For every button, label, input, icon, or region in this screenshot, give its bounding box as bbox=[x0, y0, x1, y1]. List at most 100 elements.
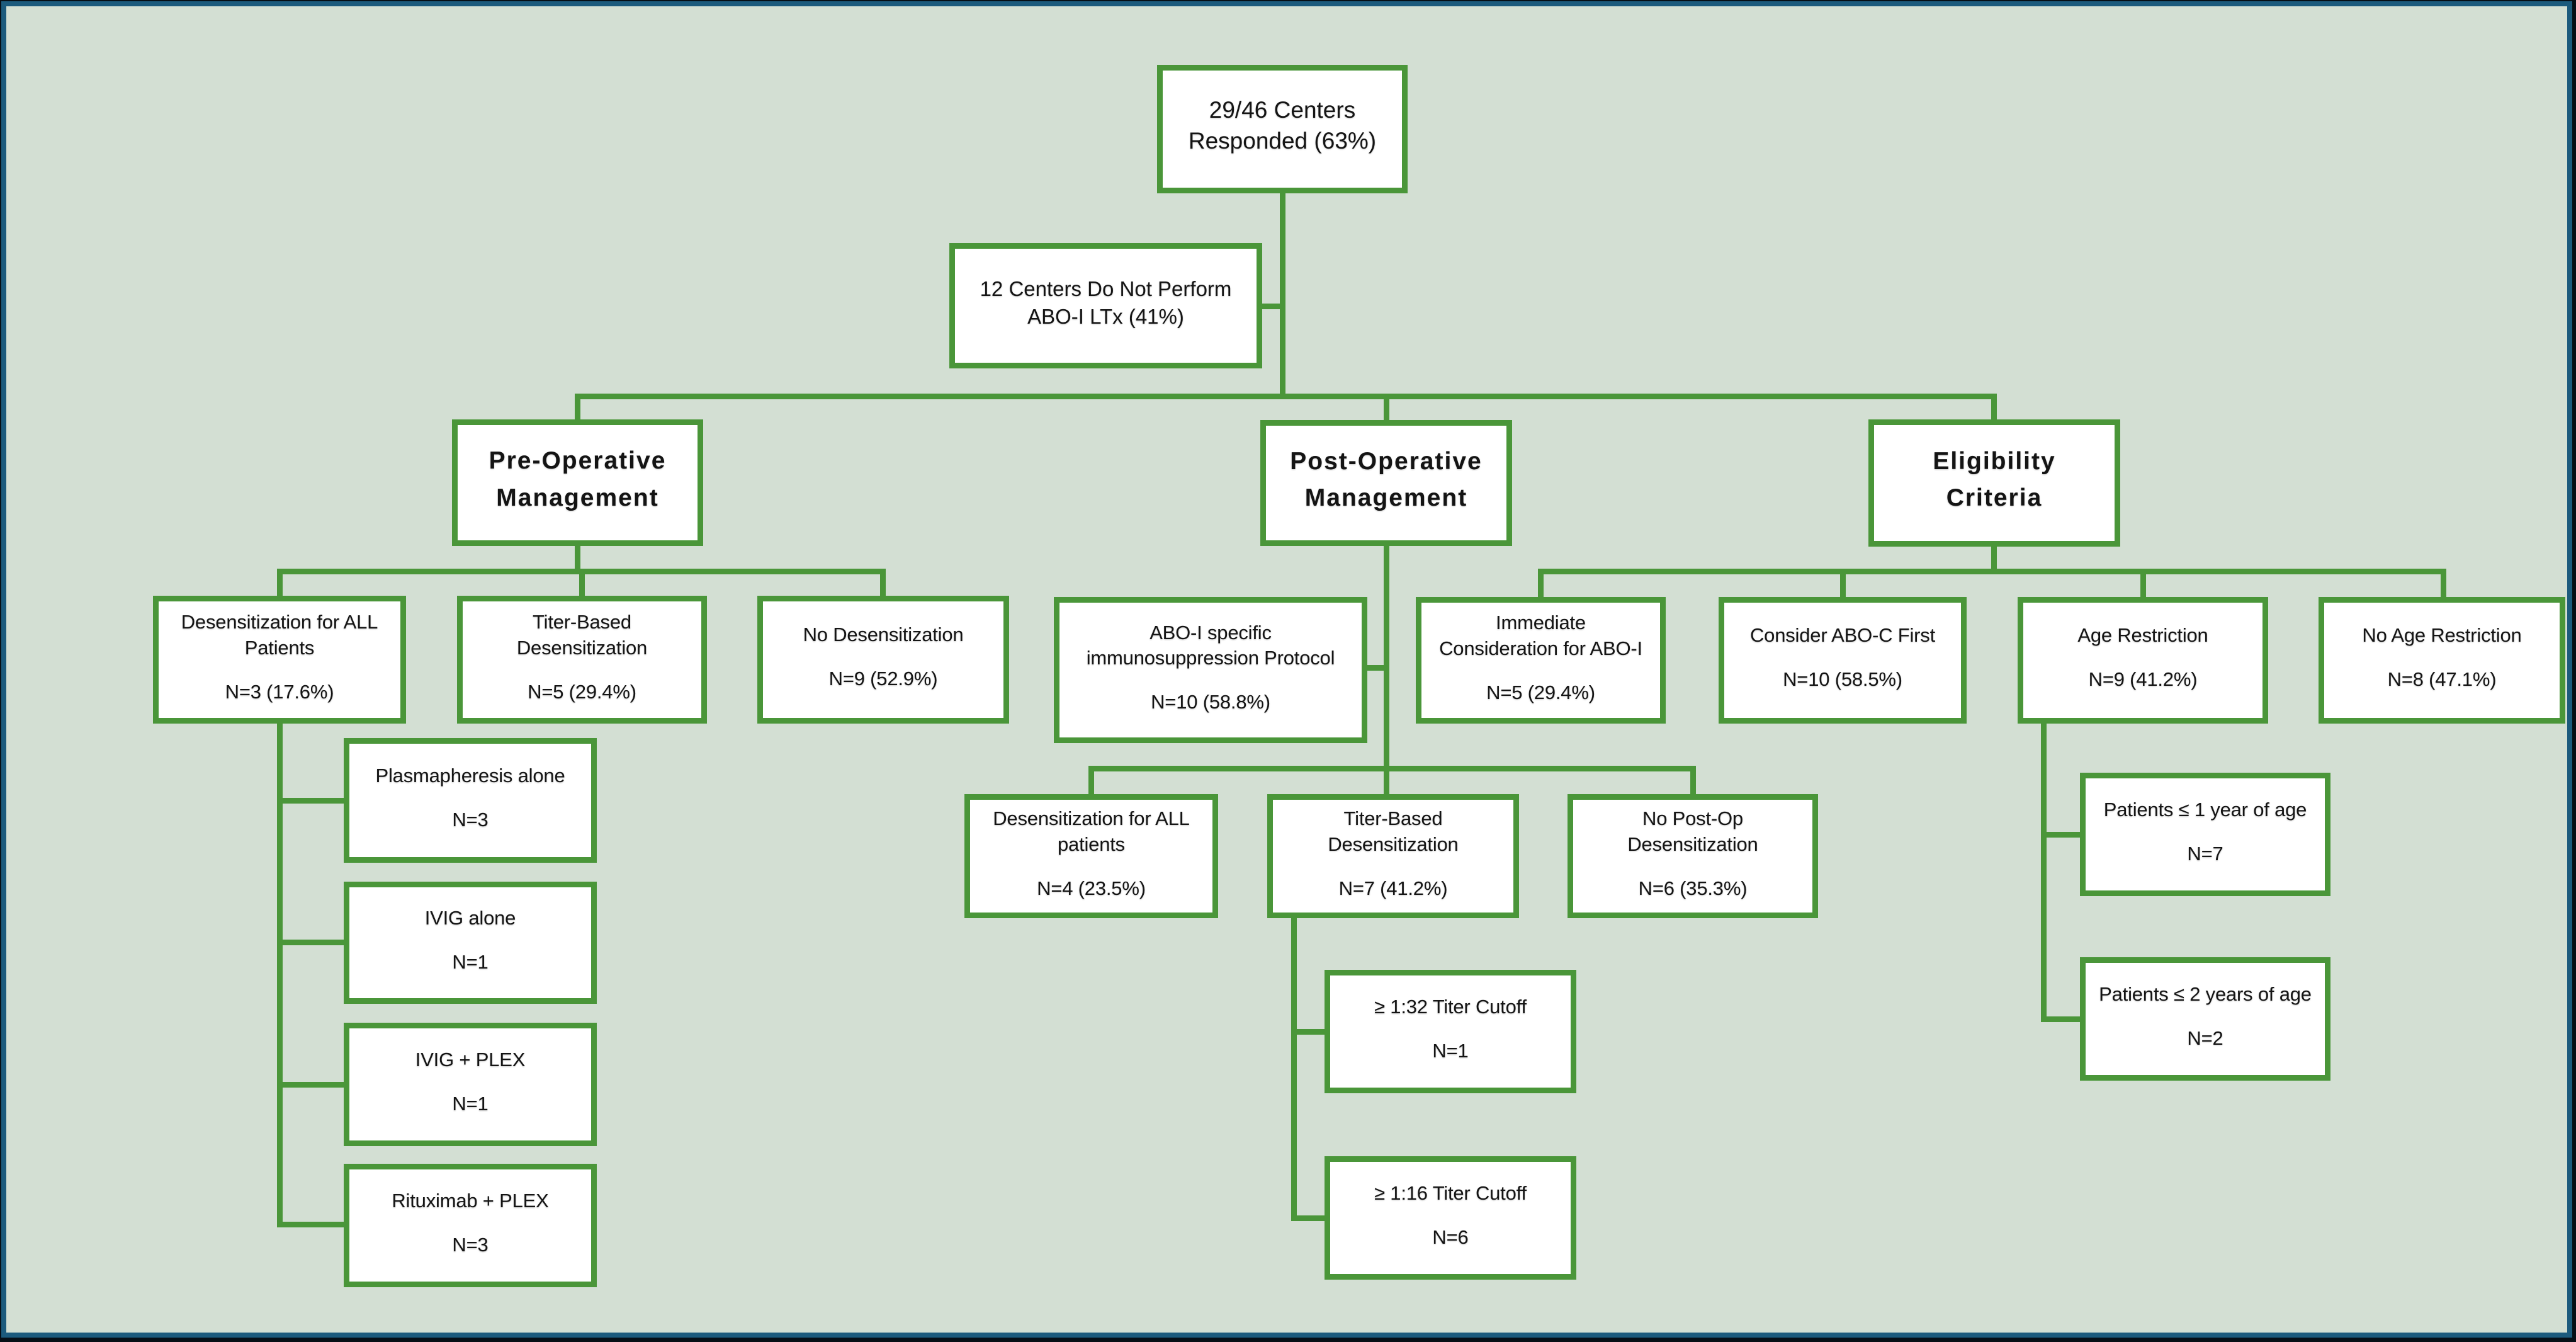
node-label-line: No Desensitization bbox=[803, 623, 964, 646]
connector-drop-age-restriction bbox=[2140, 569, 2146, 598]
connector-stub-age-2yr bbox=[2041, 1016, 2082, 1022]
node-count: N=9 (52.9%) bbox=[828, 668, 938, 690]
node-label: IVIG + PLEX bbox=[415, 1047, 526, 1073]
connector-eligibility-riser bbox=[1991, 545, 1997, 574]
node-label-line: Desensitization bbox=[1328, 833, 1459, 855]
connector-stub-rituximab-plex bbox=[277, 1222, 345, 1227]
connector-drop-pre-op bbox=[575, 394, 580, 422]
connector-stub-titer-16 bbox=[1291, 1215, 1326, 1221]
node-label: Patients ≤ 2 years of age bbox=[2099, 982, 2312, 1008]
node-count: N=8 (47.1%) bbox=[2387, 668, 2497, 691]
connector-post-op-riser bbox=[1384, 545, 1389, 797]
node-label-line: Criteria bbox=[1946, 484, 2043, 511]
node-label-line: Rituximab + PLEX bbox=[392, 1189, 549, 1212]
node-count: N=3 bbox=[452, 808, 489, 831]
connector-drop-desens-all-post bbox=[1088, 766, 1094, 797]
connector-drop-titer-pre bbox=[579, 569, 585, 598]
connector-stub-plasmapheresis bbox=[277, 798, 345, 804]
node-count: N=4 (23.5%) bbox=[1037, 877, 1146, 899]
node-label-line: Post-Operative bbox=[1290, 447, 1483, 475]
node-label-line: Pre-Operative bbox=[489, 447, 667, 474]
connector-drop-no-post-op bbox=[1690, 766, 1696, 797]
node-label-line: No Age Restriction bbox=[2362, 624, 2522, 647]
node-count: N=5 (29.4%) bbox=[528, 680, 636, 703]
node-count: N=5 (29.4%) bbox=[1486, 681, 1595, 703]
node-label-line: Management bbox=[1304, 484, 1468, 511]
node-label: Age Restriction bbox=[2077, 623, 2208, 649]
node-label-line: Patients ≤ 2 years of age bbox=[2099, 982, 2312, 1005]
node-count: N=6 (35.3%) bbox=[1638, 877, 1748, 899]
node-label: IVIG alone bbox=[425, 906, 516, 931]
connector-age-spine bbox=[2041, 722, 2047, 1022]
connector-stub-not-perform bbox=[1262, 304, 1280, 309]
node-label-line: Desensitization bbox=[1627, 833, 1758, 855]
connector-post-op-rail bbox=[1088, 766, 1696, 771]
node-count: N=3 (17.6%) bbox=[225, 680, 334, 703]
node-label-line: Patients ≤ 1 year of age bbox=[2103, 798, 2307, 821]
connector-root-riser bbox=[1280, 193, 1285, 399]
node-label-line: Patients bbox=[244, 636, 315, 659]
node-label-line: Consideration for ABO-I bbox=[1439, 637, 1642, 659]
node-count: N=3 bbox=[452, 1233, 489, 1256]
node-label-line: IVIG alone bbox=[424, 906, 516, 929]
node-label-line: IVIG + PLEX bbox=[415, 1048, 526, 1071]
node-label-line: 12 Centers Do Not Perform bbox=[980, 276, 1232, 300]
node-label-line: Age Restriction bbox=[2077, 624, 2208, 647]
node-label: Patients ≤ 1 year of age bbox=[2104, 797, 2307, 823]
node-label-line: Responded (63%) bbox=[1188, 128, 1377, 154]
node-label: ≥ 1:32 Titer Cutoff bbox=[1374, 994, 1527, 1020]
node-label-line: ABO-I specific bbox=[1150, 621, 1272, 644]
node-count: N=9 (41.2%) bbox=[2088, 668, 2198, 691]
node-count: N=1 bbox=[452, 950, 489, 973]
connector-desens-methods-spine bbox=[277, 722, 283, 1227]
node-count: N=1 bbox=[1432, 1039, 1469, 1062]
node-label: Rituximab + PLEX bbox=[392, 1188, 548, 1214]
node-label-line: Eligibility bbox=[1933, 447, 2056, 475]
node-label: Desensitization for ALL Patients bbox=[181, 610, 378, 661]
node-label-line: Desensitization for ALL bbox=[181, 611, 378, 633]
node-count: N=10 (58.5%) bbox=[1783, 668, 1902, 691]
connector-stub-age-1yr bbox=[2041, 832, 2082, 838]
node-label-line: ≥ 1:32 Titer Cutoff bbox=[1374, 995, 1527, 1018]
node-label-line: Immediate bbox=[1496, 611, 1586, 634]
node-count: N=2 bbox=[2187, 1026, 2223, 1049]
connector-drop-consider-abo-c bbox=[1840, 569, 1846, 598]
node-label: Plasmapheresis alone bbox=[375, 763, 565, 789]
node-label-line: No Post-Op bbox=[1642, 807, 1743, 829]
connector-stub-ivig-plex bbox=[277, 1082, 345, 1088]
node-label-line: Desensitization for ALL bbox=[993, 807, 1190, 829]
node-label: ≥ 1:16 Titer Cutoff bbox=[1374, 1181, 1527, 1207]
connector-pre-op-riser bbox=[575, 545, 580, 574]
node-label-line: Consider ABO-C First bbox=[1749, 624, 1935, 647]
node-label-line: Desensitization bbox=[516, 636, 648, 659]
connector-drop-eligibility bbox=[1991, 394, 1997, 422]
node-label-line: Titer-Based bbox=[1343, 807, 1443, 829]
node-count: N=6 bbox=[1432, 1225, 1469, 1248]
connector-drop-no-desens bbox=[880, 569, 886, 598]
